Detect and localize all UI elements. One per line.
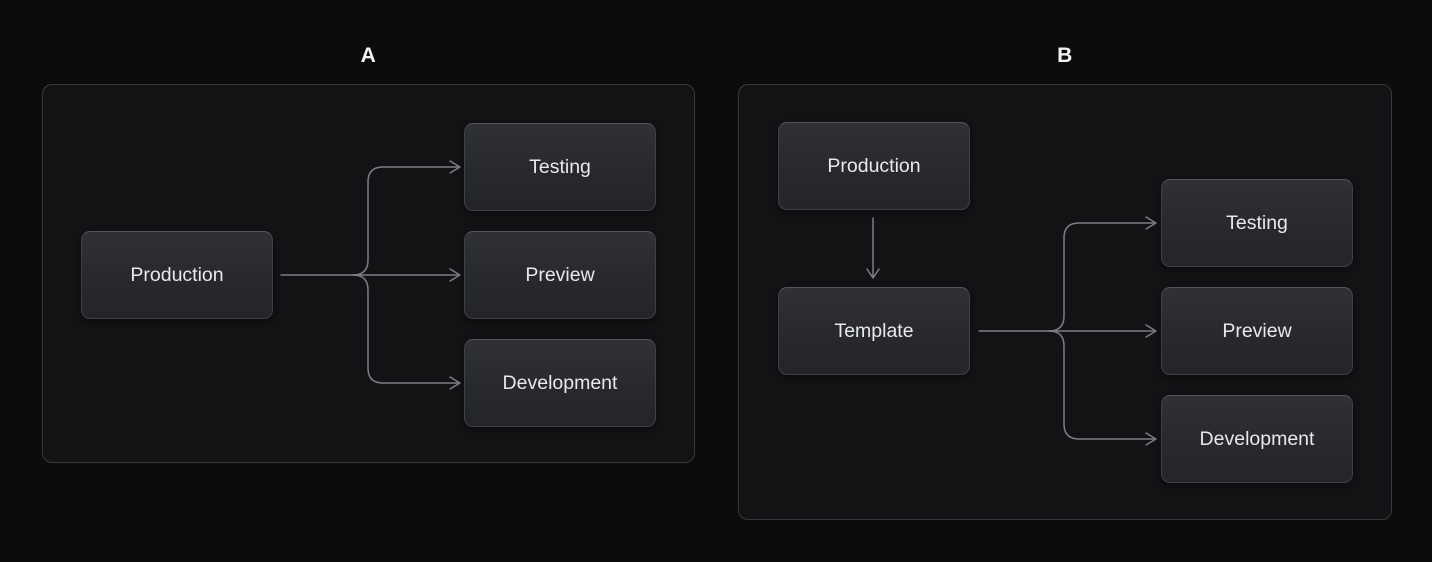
node-preview: Preview xyxy=(1161,287,1353,375)
edge-template-preview xyxy=(978,324,1157,338)
node-testing: Testing xyxy=(464,123,656,211)
edge-template-development xyxy=(1048,330,1157,446)
panel-b-title: B xyxy=(1057,44,1073,67)
panel-a: Production Testing Preview Development xyxy=(42,84,695,463)
edge-template-testing xyxy=(1048,216,1157,332)
panel-b: Production Template Testing Preview Deve… xyxy=(738,84,1392,520)
node-development: Development xyxy=(1161,395,1353,483)
edge-production-testing xyxy=(352,160,461,276)
edge-production-development xyxy=(352,274,461,390)
edge-production-template xyxy=(866,217,880,279)
panel-a-title: A xyxy=(360,44,377,67)
edge-production-preview xyxy=(280,268,461,282)
node-preview: Preview xyxy=(464,231,656,319)
node-testing: Testing xyxy=(1161,179,1353,267)
node-production: Production xyxy=(81,231,273,319)
node-template: Template xyxy=(778,287,970,375)
node-production: Production xyxy=(778,122,970,210)
node-development: Development xyxy=(464,339,656,427)
